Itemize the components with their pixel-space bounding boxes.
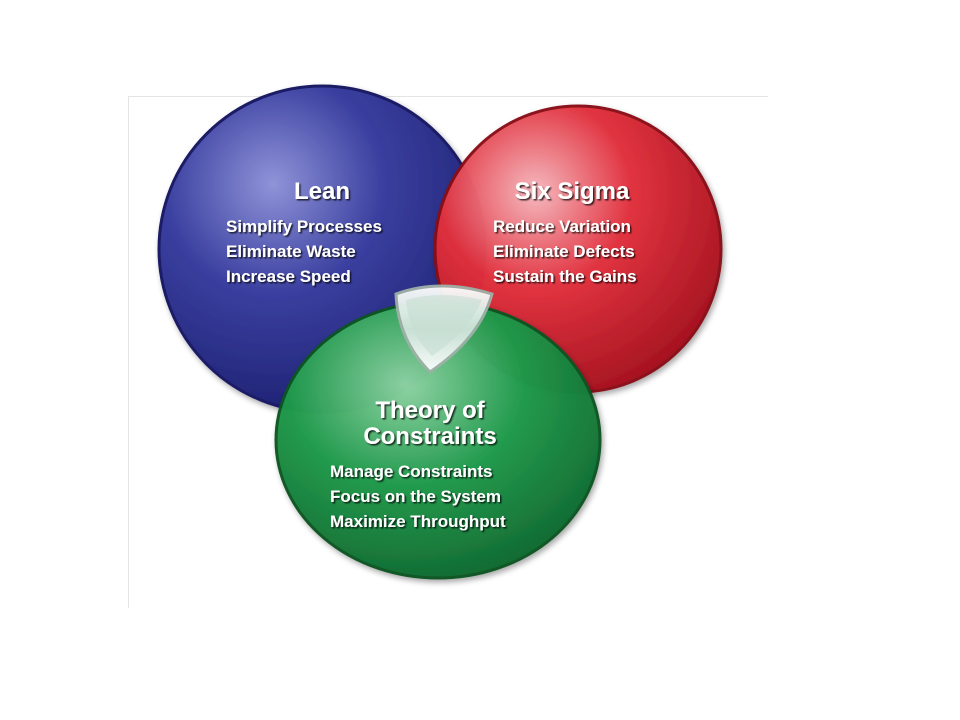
lean-item-1: Simplify Processes (226, 217, 382, 236)
toc-item-3: Maximize Throughput (330, 512, 506, 531)
six-sigma-title: Six Sigma (515, 178, 630, 205)
six-sigma-item-2: Eliminate Defects (493, 242, 635, 261)
toc-text-group: Theory of Constraints Manage Constraints… (330, 397, 506, 531)
frame-top-border (128, 96, 768, 97)
six-sigma-text-group: Six Sigma Reduce Variation Eliminate Def… (493, 178, 637, 286)
toc-item-2: Focus on the System (330, 487, 501, 506)
lean-item-3: Increase Speed (226, 267, 351, 286)
toc-title-line-1: Theory of (375, 397, 485, 424)
center-intersection (394, 284, 494, 374)
lean-title: Lean (294, 178, 350, 205)
lean-item-2: Eliminate Waste (226, 242, 356, 261)
frame-left-border (128, 96, 129, 608)
six-sigma-item-3: Sustain the Gains (493, 267, 637, 286)
toc-title-line-2: Constraints (363, 423, 496, 450)
toc-item-1: Manage Constraints (330, 462, 492, 481)
six-sigma-item-1: Reduce Variation (493, 217, 631, 236)
lean-text-group: Lean Simplify Processes Eliminate Waste … (226, 178, 382, 286)
